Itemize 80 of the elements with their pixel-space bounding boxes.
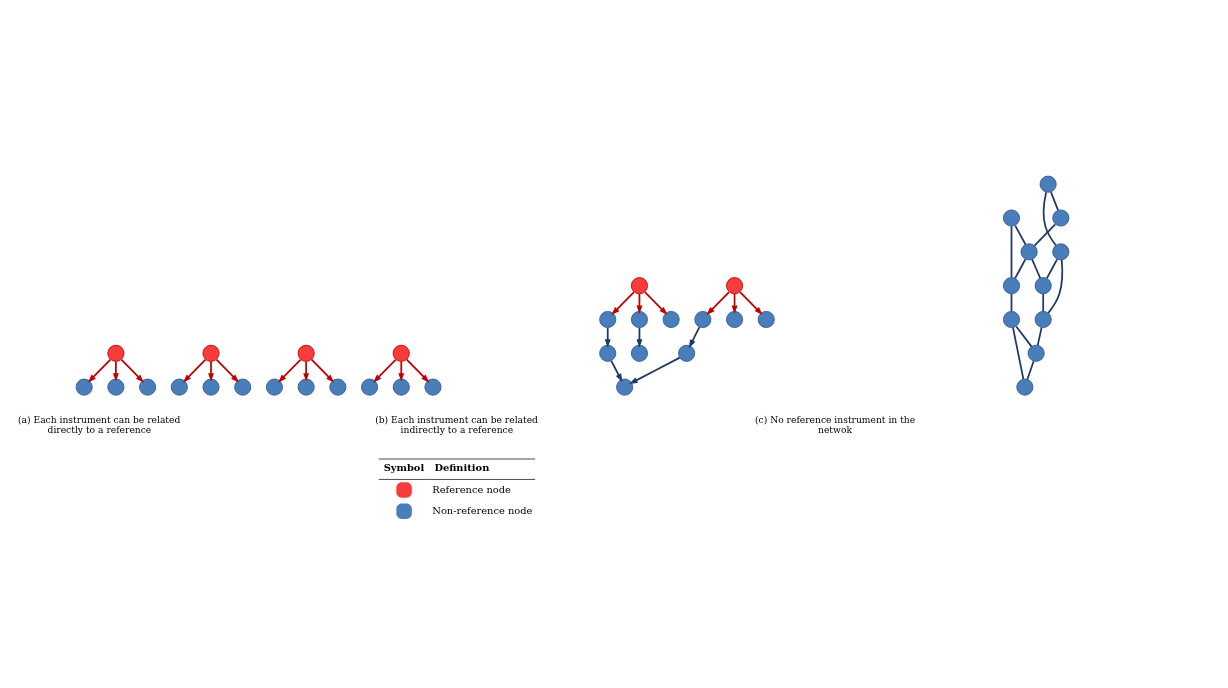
node-circle [202,378,220,396]
arrow [629,356,681,384]
node-circle [139,378,157,396]
node-circle [75,378,93,396]
label: (c) No reference instrument in the netwok [755,413,916,435]
node-circle [599,344,617,362]
connector [1014,224,1027,245]
node-circle [1039,175,1057,193]
node-circle [1034,276,1052,294]
arrow [610,359,623,382]
node-circle [757,310,775,328]
arrow [405,358,430,383]
connector [1036,326,1043,346]
node-circle [1016,378,1034,396]
node-circle [694,310,712,328]
node-circle [1034,310,1052,328]
connector [1042,191,1057,246]
arrow [120,358,144,383]
node-circle [1020,242,1038,260]
node-circle [1052,242,1070,260]
arrow [373,358,397,383]
node-circle [1052,209,1070,227]
arrow [278,358,302,383]
arrow [688,325,701,348]
arrow [87,358,112,383]
node-circle [1002,310,1020,328]
label: (b) Each instrument can be related indirectly to a reference [375,413,538,435]
node-circle [599,310,617,328]
node-circle [678,344,696,362]
connector [1010,224,1013,278]
connector [1026,359,1035,380]
node-circle [726,310,744,328]
node-circle [392,378,410,396]
node-circle [234,378,252,396]
node-circle [630,310,648,328]
label: Symbol [383,461,425,473]
connector [1050,190,1059,211]
node-circle [297,378,315,396]
node-circle [630,344,648,362]
legend-label: Reference node [432,483,511,495]
node-circle [297,344,315,362]
node-circle [107,378,125,396]
node-circle [662,310,680,328]
arrow [215,358,240,383]
arrow [303,360,310,382]
node-circle [361,378,379,396]
connector [1042,292,1045,312]
connector [1045,258,1058,279]
connector [1014,258,1027,279]
arrow [644,290,668,315]
arrow [739,290,763,315]
node-circle [1002,276,1020,294]
node-circle [265,378,283,396]
arrow [112,360,119,382]
connector [1012,326,1025,380]
node-circle [392,344,410,362]
connector [1033,223,1057,246]
node-circle [170,378,188,396]
label: (a) Each instrument can be related directly to a reference [17,413,181,435]
node-circle [424,378,442,396]
connector [1031,258,1042,279]
connector [1015,325,1033,347]
arrow [182,358,207,383]
node-circle [1027,344,1045,362]
node-circle [1002,209,1020,227]
node-circle [726,276,744,294]
arrow [604,326,611,348]
arrow [706,290,730,315]
node-circle [630,276,648,294]
node-circle [329,378,347,396]
legend-label: Non-reference node [432,504,533,516]
node-circle [202,344,220,362]
arrow [398,360,405,382]
arrow [611,290,635,315]
node-circle [616,378,634,396]
label: Definition [434,461,490,473]
node-circle [107,344,125,362]
arrow [208,360,214,382]
arrow [310,358,335,383]
connector [1047,258,1064,314]
